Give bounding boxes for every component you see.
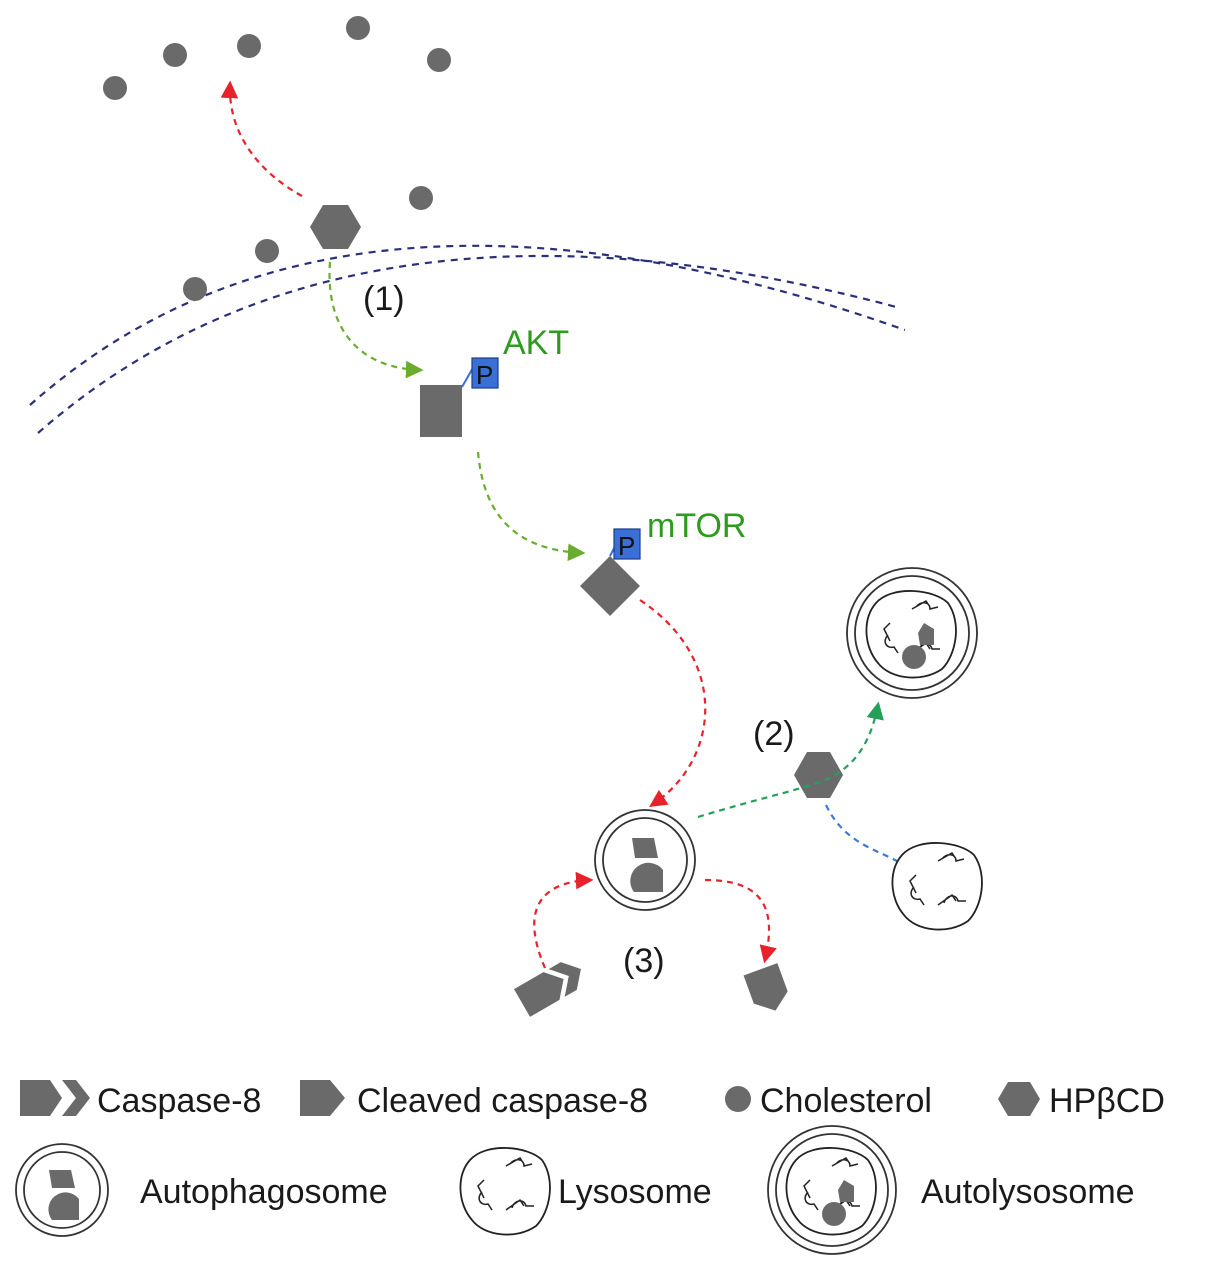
cholesterol-dot-icon [103,76,127,100]
legend-label-caspase-8: Caspase-8 [97,1082,261,1120]
hpbcd-hexagon-icon [310,205,361,249]
autolysosome-icon [767,1125,897,1255]
autolysosome-diagram [846,567,978,699]
akt-label: AKT [503,324,569,362]
caspase-8-icon [20,1080,62,1116]
legend-item-lysosome: Lysosome [459,1147,712,1236]
cholesterol-dot-icon [163,43,187,67]
cholesterol-dot-icon [183,277,207,301]
phospho-box-mtor [613,528,641,560]
phospho-label-mtor: P [618,531,635,561]
lysosome-icon [459,1147,551,1236]
akt-square-icon [420,385,462,437]
cleaved-caspase-8-icon [743,963,788,1011]
lysosome-diagram [891,842,983,931]
akt-protein: P AKT [420,324,569,437]
caspase-8-icon [514,962,581,1017]
step-2-label: (2) [753,715,795,753]
phospho-label-akt: P [476,360,493,390]
inhibition-arrow-autophagosome [639,599,707,807]
legend-item-autophagosome: Autophagosome [15,1143,388,1237]
fusion-promotion-arrow [697,701,884,819]
cleaved-caspase-8-icon [300,1080,345,1116]
step-1-label: (1) [363,280,405,318]
legend-label-cholesterol: Cholesterol [760,1082,932,1120]
legend-item-hpbcd: HPβCD [998,1082,1165,1120]
legend-item-cholesterol: Cholesterol [725,1082,932,1120]
activation-arrow-akt [328,261,424,379]
step-3-label: (3) [623,942,665,980]
legend-item-autolysosome: Autolysosome [767,1125,1135,1255]
activation-arrow-mtor [476,451,586,562]
phospho-box-akt [471,357,499,389]
legend-label-hpbcd: HPβCD [1049,1082,1165,1120]
caspase-8-chevron-icon [62,1080,90,1116]
cholesterol-dot-icon [237,34,261,58]
cell-membrane [29,244,906,434]
legend-item-cleaved-caspase-8: Cleaved caspase-8 [300,1080,648,1120]
hpbcd-hexagon-icon [998,1082,1040,1116]
lysosome-link-line [825,804,903,865]
legend-label-cleaved-caspase-8: Cleaved caspase-8 [357,1082,648,1120]
cholesterol-dot-icon [725,1086,751,1112]
mtor-diamond-icon [580,556,640,616]
legend-label-autolysosome: Autolysosome [921,1173,1135,1211]
extracellular-cholesterol [103,16,451,100]
legend-item-caspase-8: Caspase-8 [20,1080,261,1120]
membrane-cholesterol [183,186,433,301]
legend: Caspase-8 Cleaved caspase-8 Cholesterol … [15,1080,1165,1255]
autophagosome-to-cleaved-arrow [704,878,777,964]
autophagosome-central [594,809,696,911]
mtor-label: mTOR [647,507,746,545]
caspase8-to-autophagosome-arrow [533,871,594,969]
legend-label-autophagosome: Autophagosome [140,1173,388,1211]
efflux-arrow [220,80,303,197]
legend-label-lysosome: Lysosome [558,1173,712,1211]
cholesterol-dot-icon [255,239,279,263]
cholesterol-dot-icon [409,186,433,210]
cholesterol-dot-icon [346,16,370,40]
mtor-protein: P mTOR [580,507,746,616]
autophagosome-icon [15,1143,109,1237]
cholesterol-dot-icon [427,48,451,72]
